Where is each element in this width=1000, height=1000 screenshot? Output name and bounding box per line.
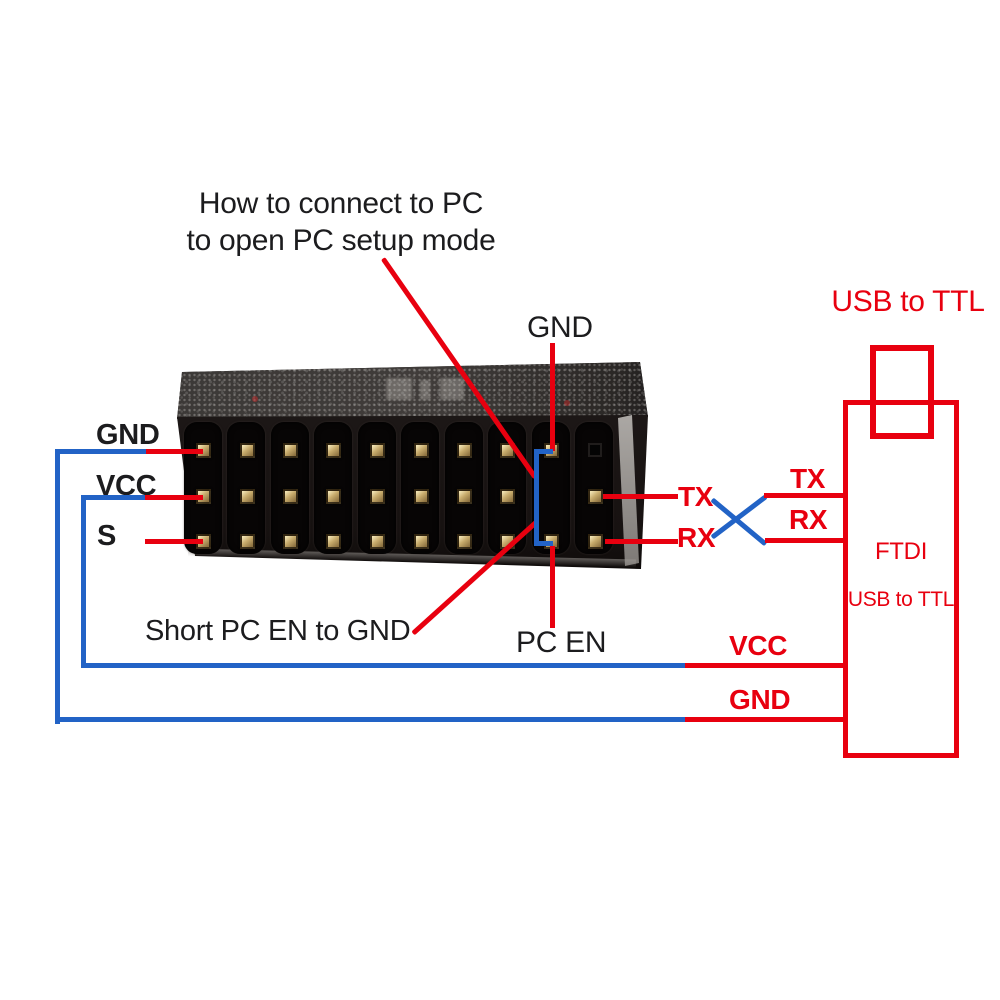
header-pin — [240, 489, 255, 504]
header-pin — [414, 443, 429, 458]
tx-left-label: TX — [678, 481, 714, 512]
tx-pin-pointer-line — [603, 494, 678, 499]
rx-right-label: RX — [789, 504, 828, 535]
device-top-face — [177, 362, 648, 419]
header-pin — [370, 443, 385, 458]
header-pin — [283, 489, 298, 504]
header-pin — [370, 489, 385, 504]
tx-right-label: TX — [790, 463, 826, 494]
title-line-2: to open PC setup mode — [186, 224, 496, 257]
pc-en-label: PC EN — [516, 626, 607, 659]
short-note-label: Short PC EN to GND — [145, 615, 411, 647]
pin-label-gnd: GND — [96, 419, 160, 451]
ftdi-adapter-box — [843, 400, 959, 758]
tx-adapter-line — [764, 493, 845, 498]
header-pin — [370, 534, 385, 549]
vcc-pin-pointer-line — [145, 495, 203, 500]
gnd-pin-pointer-line — [146, 449, 203, 454]
header-pin — [457, 534, 472, 549]
short-bracket-top — [534, 449, 553, 454]
device-top-marking — [386, 378, 412, 400]
s-pin-pointer-line — [145, 539, 203, 544]
top-gnd-pointer-line — [550, 343, 555, 451]
header-pin — [414, 489, 429, 504]
vcc-adapter-segment — [685, 663, 845, 668]
gnd-wire-top-horizontal — [55, 449, 148, 454]
header-pin — [588, 489, 603, 504]
header-pin — [283, 443, 298, 458]
vcc-wire-bottom-horizontal — [81, 663, 688, 668]
adapter-type-label: USB to TTL — [847, 588, 955, 611]
header-pin — [326, 534, 341, 549]
rx-left-label: RX — [677, 522, 716, 553]
header-pin — [457, 443, 472, 458]
header-pin — [414, 534, 429, 549]
header-pin — [457, 489, 472, 504]
gnd-wire-label: GND — [729, 684, 791, 715]
rx-pin-pointer-line — [605, 539, 678, 544]
ftdi-chip-label: FTDI — [874, 538, 928, 565]
header-pin — [588, 534, 603, 549]
device-top-marking — [252, 396, 258, 402]
adapter-heading: USB to TTL — [831, 285, 985, 318]
header-pin — [240, 443, 255, 458]
pc-en-pointer-line — [550, 546, 555, 628]
header-pin — [326, 489, 341, 504]
gnd-wire-vertical — [55, 449, 60, 724]
device-top-marking — [440, 378, 464, 400]
header-pin — [283, 534, 298, 549]
usb-connector-box — [870, 345, 934, 439]
vcc-wire-top-horizontal — [81, 495, 148, 500]
top-gnd-label: GND — [527, 311, 593, 344]
header-pin — [326, 443, 341, 458]
gnd-adapter-segment — [685, 717, 845, 722]
pin-hole — [588, 443, 602, 457]
header-pin — [500, 489, 515, 504]
device-top-marking — [420, 380, 430, 400]
short-bracket-bottom — [534, 541, 553, 546]
short-bracket-vertical — [534, 449, 539, 546]
device-right-edge-highlight — [618, 415, 639, 566]
title-line-1: How to connect to PC — [198, 187, 484, 220]
vcc-wire-vertical — [81, 495, 86, 668]
vcc-wire-label: VCC — [729, 630, 788, 661]
receiver-device — [168, 358, 652, 574]
gnd-wire-bottom-horizontal — [55, 717, 688, 722]
pin-label-s: S — [97, 520, 117, 552]
header-pin — [240, 534, 255, 549]
device-top-marking — [564, 400, 570, 406]
rx-adapter-line — [765, 538, 845, 543]
